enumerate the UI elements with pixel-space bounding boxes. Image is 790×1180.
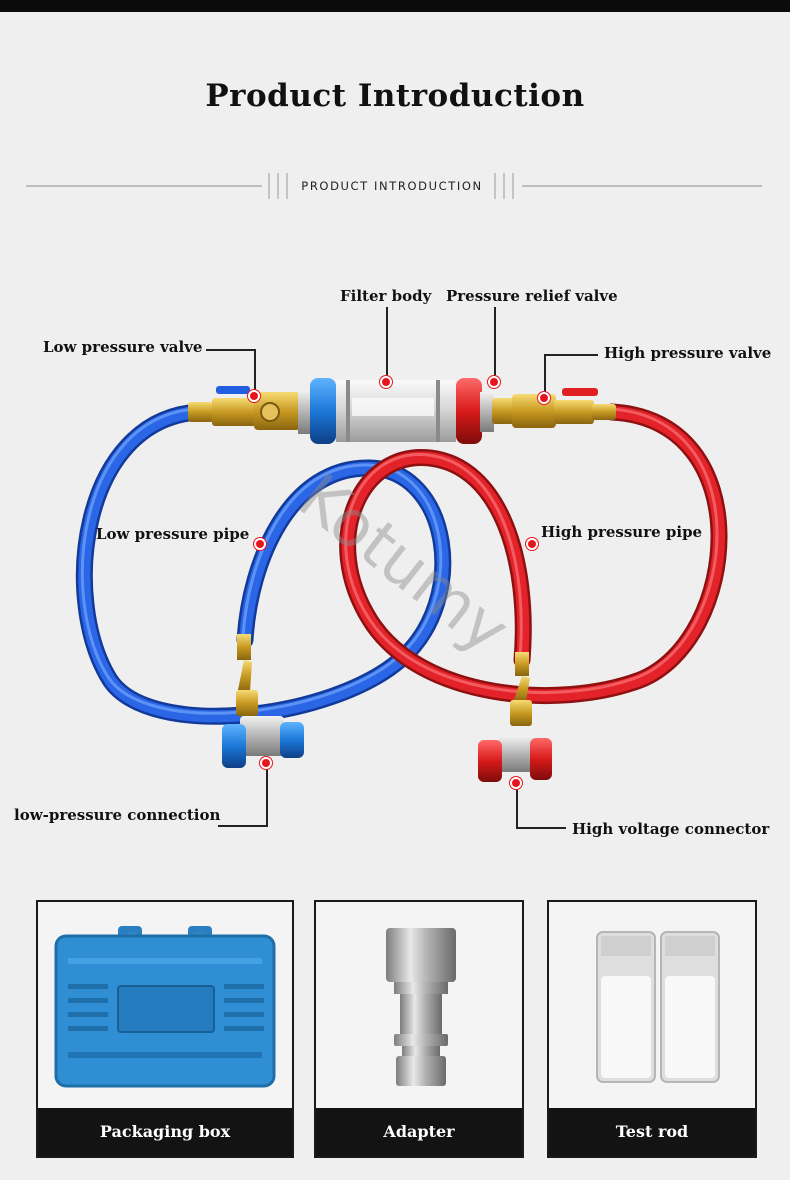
label-high-pressure-valve: High pressure valve	[604, 344, 772, 362]
leader-low-pressure-connection-h	[218, 825, 268, 827]
high-pressure-valve	[492, 388, 616, 428]
leader-high-pressure-valve-h	[544, 354, 598, 356]
leader-pressure-relief-valve	[494, 307, 496, 379]
marker-pressure-relief-valve	[488, 376, 500, 388]
marker-high-pressure-pipe	[526, 538, 538, 550]
divider-text: PRODUCT INTRODUCTION	[301, 179, 483, 193]
leader-low-pressure-connection-v	[266, 768, 268, 827]
accessory-card-test-rod: Test rod	[547, 900, 757, 1158]
label-high-voltage-connector: High voltage connector	[572, 820, 770, 838]
marker-filter-body	[380, 376, 392, 388]
marker-high-pressure-valve	[538, 392, 550, 404]
test-rod-image	[596, 931, 720, 1083]
label-low-pressure-pipe: Low pressure pipe	[96, 525, 250, 543]
label-pressure-relief-valve: Pressure relief valve	[446, 287, 618, 305]
low-pressure-coupler	[222, 634, 304, 768]
marker-low-pressure-valve	[248, 390, 260, 402]
marker-high-voltage-connector	[510, 777, 522, 789]
label-filter-body: Filter body	[340, 287, 432, 305]
leader-low-pressure-valve-h	[206, 349, 256, 351]
leader-filter-body	[386, 307, 388, 379]
product-illustration	[75, 378, 728, 782]
section-divider: PRODUCT INTRODUCTION	[0, 170, 790, 202]
leader-low-pressure-valve-v	[254, 349, 256, 391]
leader-high-pressure-valve-v	[544, 354, 546, 392]
leader-high-voltage-connector-h	[516, 827, 566, 829]
adapter-image	[386, 928, 456, 1086]
packaging-box-caption: Packaging box	[38, 1108, 292, 1156]
divider-line-left	[26, 185, 262, 187]
accessory-card-adapter: Adapter	[314, 900, 524, 1158]
divider-line-right	[522, 185, 762, 187]
marker-low-pressure-connection	[260, 757, 272, 769]
top-bar	[0, 0, 790, 12]
high-pressure-coupler	[478, 652, 552, 782]
filter-body	[298, 378, 494, 444]
label-high-pressure-pipe: High pressure pipe	[541, 523, 703, 541]
packaging-box-image	[54, 926, 276, 1088]
label-low-pressure-connection: low-pressure connection	[14, 806, 221, 824]
accessory-card-packaging-box: Packaging box	[36, 900, 294, 1158]
low-pressure-valve	[188, 386, 300, 430]
adapter-caption: Adapter	[316, 1108, 522, 1156]
marker-low-pressure-pipe	[254, 538, 266, 550]
label-low-pressure-valve: Low pressure valve	[43, 338, 203, 356]
leader-high-voltage-connector-v	[516, 790, 518, 829]
test-rod-caption: Test rod	[549, 1108, 755, 1156]
page-title: Product Introduction	[205, 78, 585, 114]
